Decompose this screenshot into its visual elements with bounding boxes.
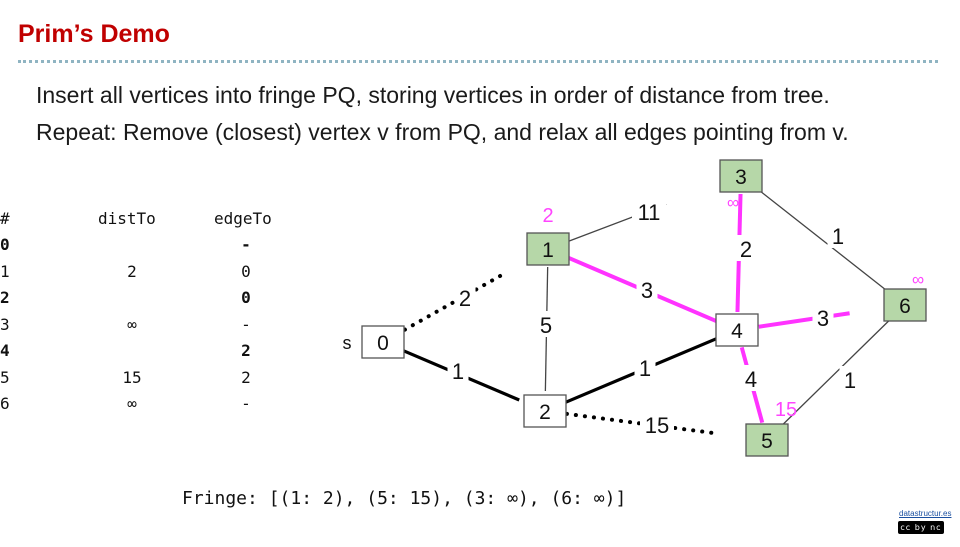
edge-weight-bg bbox=[740, 365, 762, 391]
instruction-line-1: Insert all vertices into fringe PQ, stor… bbox=[36, 82, 830, 108]
table-row-vertex: 6 bbox=[0, 394, 10, 413]
table-row-vertex: 3 bbox=[0, 314, 10, 334]
edge-weight-label: 1 bbox=[639, 356, 651, 381]
edge-weight-bg bbox=[632, 198, 666, 224]
table-header-distto: distTo bbox=[98, 209, 156, 228]
table-row-vertex: 4 bbox=[0, 341, 10, 360]
source-label: s bbox=[343, 333, 352, 353]
slide-title: Prim’s Demo bbox=[18, 20, 170, 48]
table-header-edgeto: edgeTo bbox=[214, 209, 272, 228]
edge-weight-label: 5 bbox=[540, 313, 552, 338]
edge-weight-label: 4 bbox=[745, 367, 757, 392]
edge-weight-bg bbox=[827, 222, 849, 248]
vertex-label: 6 bbox=[899, 295, 911, 318]
table-row-distto: ∞ bbox=[127, 314, 137, 334]
vertex-4 bbox=[715, 313, 759, 347]
vertex-3 bbox=[719, 159, 763, 193]
edge-weight-label: 2 bbox=[459, 286, 471, 311]
title-divider bbox=[18, 60, 938, 63]
edge-weight-bg bbox=[454, 284, 476, 310]
table-row-vertex: 5 bbox=[0, 367, 10, 387]
vertex-label: 5 bbox=[761, 430, 773, 453]
edge-weight-bg bbox=[735, 235, 757, 261]
vertex-dist-label: ∞ bbox=[727, 193, 739, 212]
edge-weight-bg bbox=[812, 304, 834, 330]
table-row-distto: 15 bbox=[122, 367, 142, 387]
edge-weight-label: 2 bbox=[740, 237, 752, 262]
edge-2-5 bbox=[564, 411, 720, 436]
table-row-edgeto: - bbox=[241, 394, 251, 413]
vertex-label: 1 bbox=[542, 239, 554, 262]
vertex-label: 2 bbox=[539, 401, 551, 424]
edge-weight-bg bbox=[839, 366, 861, 392]
vertex-2 bbox=[523, 394, 567, 428]
edge-weight-bg bbox=[535, 311, 557, 337]
vertex-dist-label: 2 bbox=[542, 205, 553, 227]
edge-4-6 bbox=[758, 311, 850, 329]
table-row-vertex: 1 bbox=[0, 261, 10, 281]
table-row-vertex: 2 bbox=[0, 288, 10, 307]
datastructures-link[interactable]: datastructur.es bbox=[899, 509, 952, 518]
edge-weight-bg bbox=[634, 354, 656, 380]
edge-weight-bg bbox=[447, 357, 469, 383]
edge-weight-label: 15 bbox=[645, 413, 669, 438]
vertex-1 bbox=[526, 232, 570, 266]
table-row-edgeto: 2 bbox=[241, 367, 251, 387]
vertex-label: 4 bbox=[731, 320, 743, 343]
vertex-0 bbox=[361, 325, 405, 359]
edge-3-6 bbox=[757, 189, 889, 292]
edge-weight-label: 3 bbox=[817, 306, 829, 331]
table-row-edgeto: - bbox=[241, 314, 251, 334]
instruction-line-2: Repeat: Remove (closest) vertex v from P… bbox=[36, 119, 849, 145]
table-row-vertex: 0 bbox=[0, 235, 10, 254]
vertex-6 bbox=[883, 288, 927, 322]
table-row-edgeto: 0 bbox=[241, 261, 251, 281]
table-row-edgeto: 2 bbox=[241, 341, 251, 360]
edge-weight-label: 1 bbox=[452, 359, 464, 384]
edge-weight-label: 3 bbox=[641, 278, 653, 303]
edge-0-1 bbox=[394, 272, 505, 337]
table-header-vertex: # bbox=[0, 209, 10, 228]
cc-license-badge: cc by nc sa bbox=[898, 521, 944, 545]
vertex-dist-label: 15 bbox=[775, 399, 797, 421]
edge-weight-label: 1 bbox=[844, 368, 856, 393]
fringe-readout: Fringe: [(1: 2), (5: 15), (3: ∞), (6: ∞)… bbox=[182, 488, 627, 509]
edge-5-6 bbox=[782, 319, 890, 426]
edge-weight-bg bbox=[640, 411, 674, 437]
table-row-edgeto: 0 bbox=[241, 288, 251, 307]
vertex-dist-label: ∞ bbox=[912, 270, 924, 289]
edge-weight-label: 1 bbox=[832, 224, 844, 249]
vertex-label: 3 bbox=[735, 166, 747, 189]
edge-weight-bg bbox=[636, 276, 658, 302]
table-row-edgeto: - bbox=[241, 235, 251, 254]
table-row-distto: ∞ bbox=[127, 394, 137, 413]
edge-weight-label: 11 bbox=[638, 200, 661, 225]
vertex-label: 0 bbox=[377, 332, 389, 355]
table-row-distto: 2 bbox=[127, 261, 137, 281]
vertex-5 bbox=[745, 423, 789, 457]
